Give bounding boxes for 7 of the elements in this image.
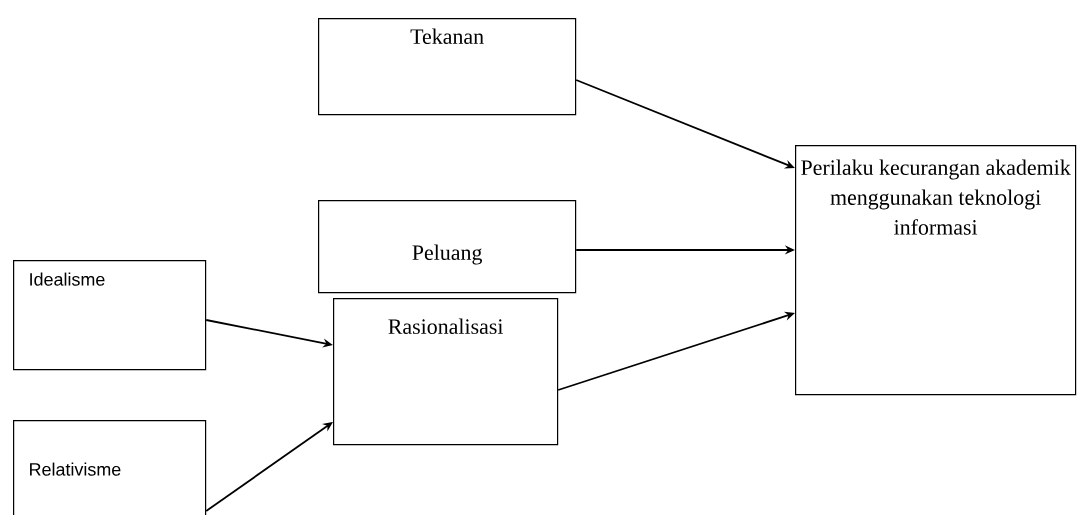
text-box: Peluang [318,200,577,294]
text-box: Relativisme [13,420,207,515]
text-box: Idealisme [13,260,207,371]
text-box: Tekanan [318,18,577,116]
text-box: Rasionalisasi [333,298,559,446]
arrow [205,422,333,512]
text-box: Perilaku kecurangan akademik menggunakan teknologi informasi [795,145,1077,396]
